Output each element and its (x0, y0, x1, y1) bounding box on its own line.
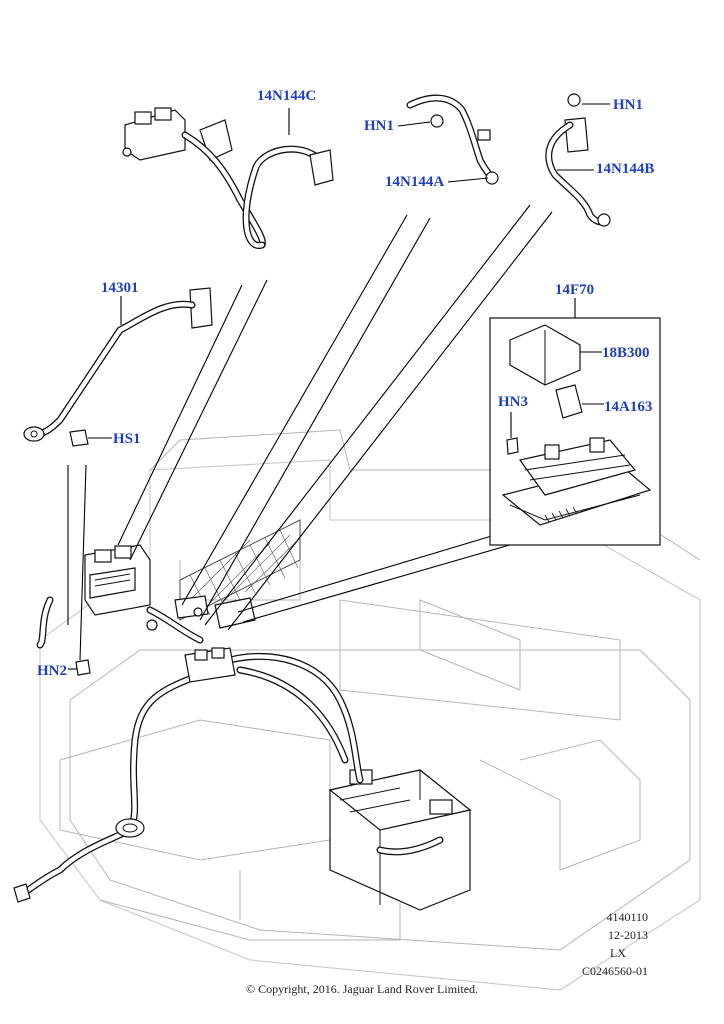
reference-code: C0246560-01 (582, 964, 648, 978)
connector-bottom-left (13, 883, 31, 903)
part-14N144B-assembly (545, 93, 611, 227)
vehicle-cables (16, 596, 444, 899)
callout-HN1-right[interactable]: HN1 (613, 97, 643, 113)
part-HN2 (68, 659, 91, 676)
callout-14N144C[interactable]: 14N144C (257, 88, 317, 104)
callout-14F70[interactable]: 14F70 (555, 282, 595, 298)
part-14F70-box (489, 298, 661, 546)
illustration-date: 12-2013 (608, 928, 648, 942)
battery (328, 769, 472, 911)
callout-HS1[interactable]: HS1 (113, 431, 141, 447)
callout-14301[interactable]: 14301 (101, 280, 139, 296)
callout-HN3[interactable]: HN3 (498, 394, 528, 410)
callout-HN1-left[interactable]: HN1 (364, 118, 394, 134)
part-14N144C-assembly (122, 107, 334, 249)
installed-fuse-box (84, 544, 151, 616)
callout-18B300[interactable]: 18B300 (602, 345, 650, 361)
part-14N144A-assembly (397, 94, 499, 185)
leader-lines (67, 204, 553, 661)
illustration-number: 4140110 (606, 910, 648, 924)
model-code: LX (610, 946, 626, 960)
callout-14A163[interactable]: 14A163 (604, 399, 653, 415)
copyright-notice: © Copyright, 2016. Jaguar Land Rover Lim… (245, 982, 479, 996)
installed-junction-modules (146, 595, 256, 683)
callout-14N144B[interactable]: 14N144B (596, 161, 655, 177)
part-14301-assembly (23, 287, 213, 447)
callout-14N144A[interactable]: 14N144A (385, 174, 445, 190)
callout-HN2[interactable]: HN2 (37, 663, 67, 679)
